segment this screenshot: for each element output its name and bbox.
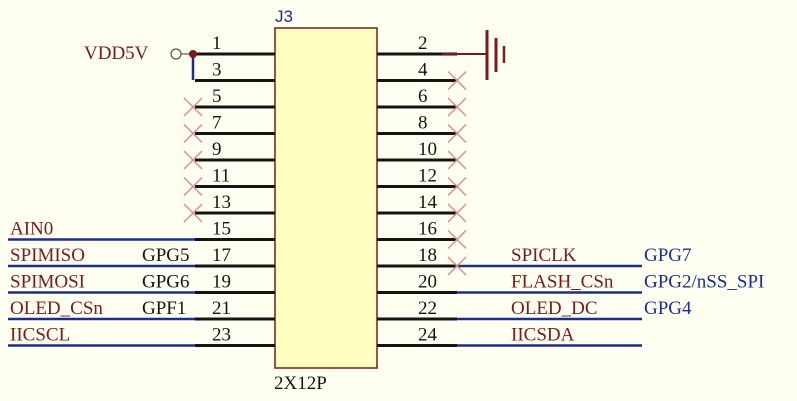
port-label-gpf1: GPF1 bbox=[142, 298, 186, 319]
pin-1-number: 1 bbox=[212, 33, 222, 54]
pin-17-number: 17 bbox=[212, 245, 231, 266]
pin-24-number: 24 bbox=[418, 325, 438, 346]
no-connect-icon bbox=[447, 97, 467, 117]
pin-18-number: 18 bbox=[418, 245, 437, 266]
no-connect-icon bbox=[447, 256, 467, 276]
net-label-spimiso: SPIMISO bbox=[10, 245, 85, 266]
no-connect-icon bbox=[183, 177, 203, 196]
net-label-iicscl: IICSCL bbox=[10, 325, 70, 346]
connector-body[interactable] bbox=[274, 27, 378, 369]
net-label-spiclk: SPICLK bbox=[511, 245, 577, 266]
pin-19-number: 19 bbox=[212, 272, 231, 293]
pin-10-number: 10 bbox=[418, 139, 437, 160]
junction-dot bbox=[189, 50, 197, 58]
pin-11-number: 11 bbox=[212, 166, 230, 187]
no-connect-icon bbox=[183, 124, 203, 143]
no-connect-icon bbox=[447, 124, 467, 143]
pin-2-number: 2 bbox=[418, 33, 428, 54]
designator-label: J3 bbox=[275, 7, 293, 26]
pin-3-number: 3 bbox=[212, 60, 222, 81]
pin-20-number: 20 bbox=[418, 272, 437, 293]
net-label-ain0: AIN0 bbox=[10, 219, 53, 240]
pin-16-number: 16 bbox=[418, 219, 437, 240]
power-symbol: VDD5V bbox=[84, 43, 197, 80]
vdd5v-label: VDD5V bbox=[84, 43, 149, 64]
net-label-flash_csn: FLASH_CSn bbox=[511, 272, 614, 293]
pin-22-number: 22 bbox=[418, 298, 437, 319]
no-connect-icon bbox=[183, 203, 203, 223]
pin-7-number: 7 bbox=[212, 113, 222, 134]
net-label-iicsda: IICSDA bbox=[511, 325, 575, 346]
net-label-oled_csn: OLED_CSn bbox=[10, 298, 103, 319]
net-label-oled_dc: OLED_DC bbox=[511, 298, 598, 319]
value-label: 2X12P bbox=[274, 373, 327, 394]
port-label-gpg4: GPG4 bbox=[644, 298, 692, 319]
no-connect-icon bbox=[447, 230, 467, 249]
port-label-gpg5: GPG5 bbox=[142, 245, 190, 266]
port-label-gpg6: GPG6 bbox=[142, 272, 190, 293]
pin-12-number: 12 bbox=[418, 166, 437, 187]
no-connect-icon bbox=[447, 203, 467, 223]
port-label-gpg7: GPG7 bbox=[644, 245, 692, 266]
no-connect-icon bbox=[447, 71, 467, 90]
no-connect-icon bbox=[183, 150, 203, 170]
pin-13-number: 13 bbox=[212, 192, 231, 213]
pin-14-number: 14 bbox=[418, 192, 438, 213]
pin-21-number: 21 bbox=[212, 298, 231, 319]
pin-15-number: 15 bbox=[212, 219, 231, 240]
pin-23-number: 23 bbox=[212, 325, 231, 346]
net-label-spimosi: SPIMOSI bbox=[10, 272, 85, 293]
power-port-icon bbox=[170, 48, 182, 60]
no-connects bbox=[183, 71, 467, 276]
no-connect-icon bbox=[447, 177, 467, 196]
pin-9-number: 9 bbox=[212, 139, 222, 160]
no-connect-icon bbox=[183, 97, 203, 117]
ground-icon bbox=[442, 30, 506, 80]
pin-4-number: 4 bbox=[418, 60, 428, 81]
pin-5-number: 5 bbox=[212, 86, 222, 107]
pin-8-number: 8 bbox=[418, 113, 428, 134]
no-connect-icon bbox=[447, 150, 467, 170]
pin-6-number: 6 bbox=[418, 86, 428, 107]
port-label-gpg2-nss_spi: GPG2/nSS_SPI bbox=[644, 272, 764, 293]
